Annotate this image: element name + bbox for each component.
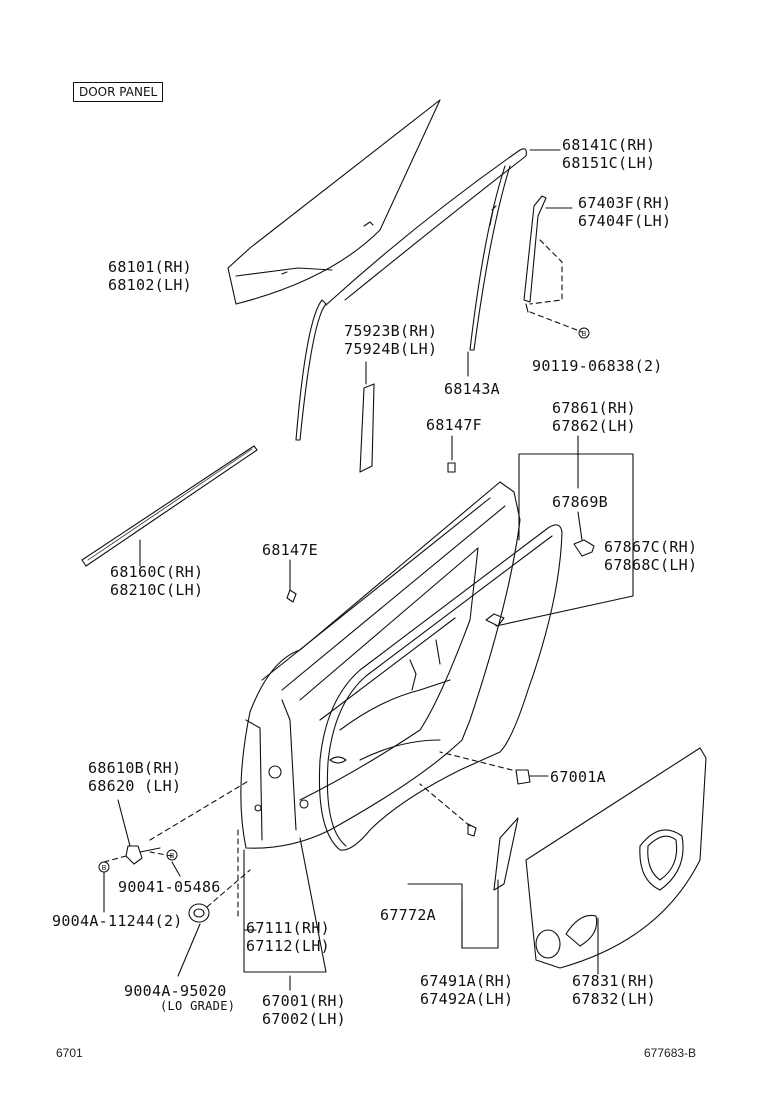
label-68147f: 68147F [426, 416, 482, 434]
service-hole-cover [493, 817, 519, 891]
label-68610: 68610B(RH)68620 (LH) [88, 759, 182, 795]
pillar-cover-75923 [359, 383, 375, 473]
label-68160: 68160C(RH)68210C(LH) [110, 563, 204, 599]
label-67861: 67861(RH)67862(LH) [552, 399, 636, 435]
label-lo-grade: (LO GRADE) [160, 999, 236, 1013]
label-67869: 67869B [552, 493, 608, 511]
label-68143: 68143A [444, 380, 500, 398]
label-68101: 68101(RH)68102(LH) [108, 258, 192, 294]
door-trim-panel [525, 747, 707, 969]
door-check-68610 [125, 845, 143, 865]
badge-b-2: B [170, 853, 175, 860]
side-trim-67403 [523, 195, 547, 303]
label-9004a-95020: 9004A-95020 [124, 982, 227, 1000]
label-9004a-11244: 9004A-11244(2) [52, 912, 183, 930]
badge-b-1: B [582, 331, 587, 338]
label-67831: 67831(RH)67832(LH) [572, 972, 656, 1008]
belt-weatherstrip [81, 445, 258, 567]
label-67867: 67867C(RH)67868C(LH) [604, 538, 698, 574]
footer-left: 6701 [56, 1046, 83, 1060]
label-67111: 67111(RH)67112(LH) [246, 919, 330, 955]
badge-b-3: B [102, 865, 107, 872]
door-frame [240, 481, 521, 849]
label-68141: 68141C(RH)68151C(LH) [562, 136, 656, 172]
section-tag: DOOR PANEL [73, 82, 164, 102]
weatherstrip-upper [325, 148, 527, 306]
label-67403: 67403F(RH)67404F(LH) [578, 194, 672, 230]
belt-molding-75923 [295, 299, 327, 441]
label-67001: 67001(RH)67002(LH) [262, 992, 346, 1028]
label-90119: 90119-06838(2) [532, 357, 663, 375]
door-weatherstrip [318, 524, 563, 851]
label-75923: 75923B(RH)75924B(LH) [344, 322, 438, 358]
door-glass [227, 99, 441, 305]
label-67772: 67772A [380, 906, 436, 924]
label-90041: 90041-05486 [118, 878, 221, 896]
label-67491: 67491A(RH)67492A(LH) [420, 972, 514, 1008]
glass-run-channel [469, 165, 511, 351]
label-67001a: 67001A [550, 768, 606, 786]
grommet-67001a [515, 769, 531, 785]
footer-right: 677683-B [644, 1046, 697, 1060]
label-68147e: 68147E [262, 541, 318, 559]
